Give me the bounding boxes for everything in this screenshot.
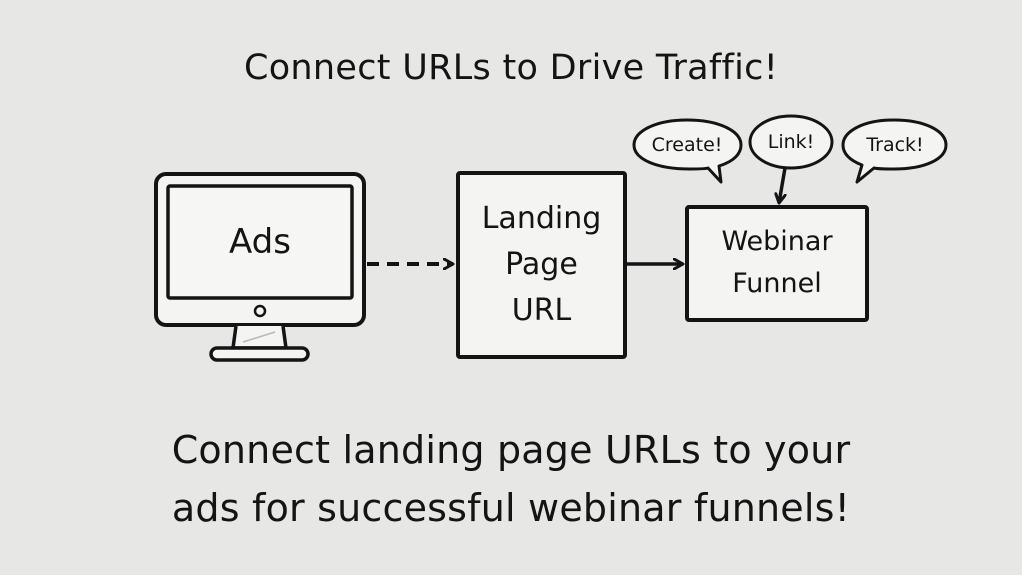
speech-bubble-create <box>632 118 743 184</box>
landing-line-1: Landing <box>481 200 602 236</box>
webinar-line-1: Webinar <box>721 226 833 257</box>
bubble-create-label: Create! <box>651 134 723 156</box>
landing-page-box <box>456 171 627 359</box>
bubble-link-label: Link! <box>767 131 815 153</box>
diagram-title: Connect URLs to Drive Traffic! <box>243 48 779 88</box>
caption-line-1: Connect landing page URLs to your <box>171 428 851 472</box>
bubble-track-label: Track! <box>866 134 924 156</box>
landing-page-url-label: Landing Page URL <box>460 175 623 354</box>
webinar-funnel-label: Webinar Funnel <box>688 208 866 318</box>
ads-label: Ads <box>168 186 352 298</box>
caption-line-2: ads for successful webinar funnels! <box>171 486 851 530</box>
webinar-funnel-box <box>685 205 869 322</box>
speech-bubble-link <box>748 114 834 170</box>
speech-bubble-track <box>841 118 948 184</box>
arrow-link-to-webinar <box>779 167 787 203</box>
ads-text: Ads <box>229 222 291 262</box>
landing-line-3: URL <box>511 292 572 328</box>
webinar-line-2: Funnel <box>732 268 822 299</box>
monitor-icon <box>154 172 366 362</box>
landing-line-2: Page <box>505 246 578 282</box>
